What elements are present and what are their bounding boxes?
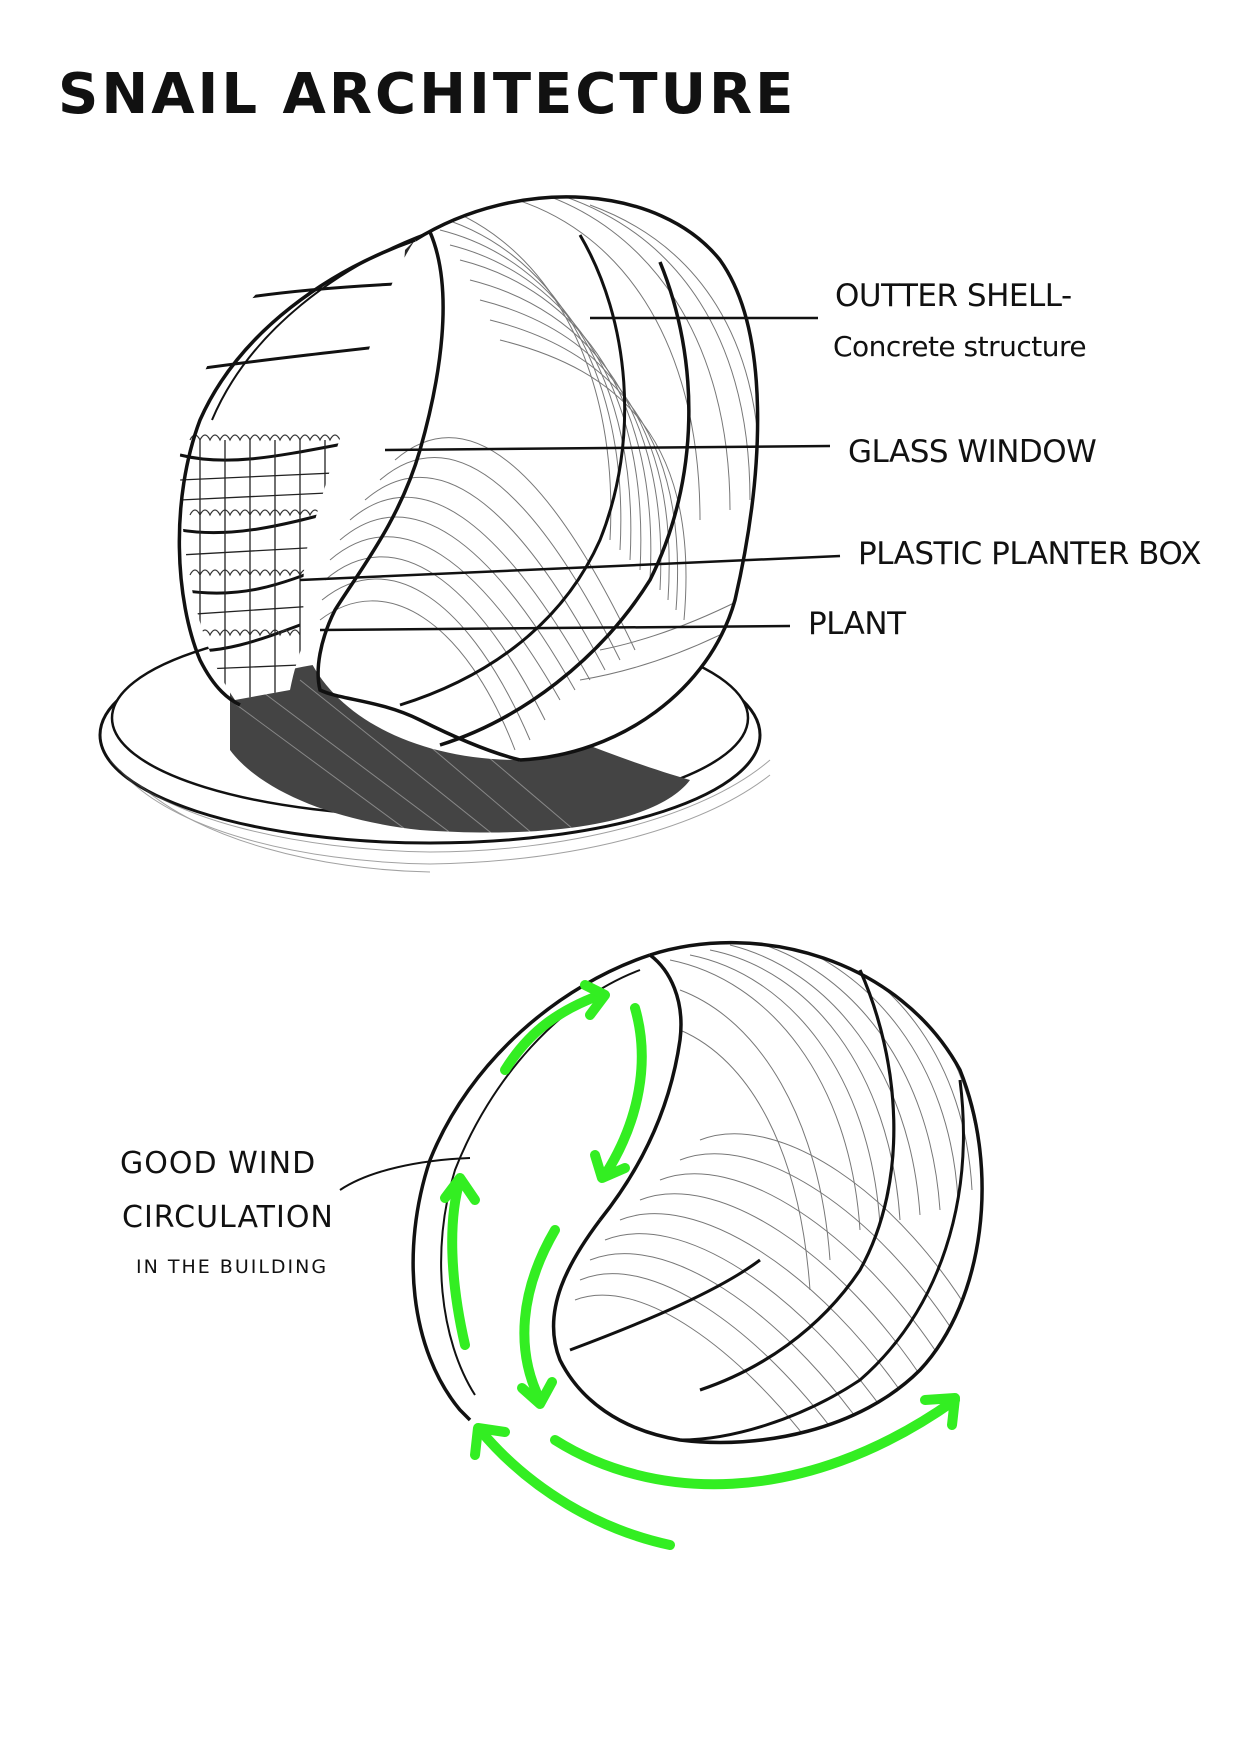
shell-outline xyxy=(414,195,760,762)
wind-arrow-bottom-left xyxy=(475,1425,675,1550)
label-glass-window: GLASS WINDOW xyxy=(848,434,1097,470)
wind-note-line2: CIRCULATION xyxy=(122,1200,334,1235)
leader-planter-box xyxy=(299,554,841,582)
wind-arrow-top-down xyxy=(600,1003,647,1180)
page-title: SNAIL ARCHITECTURE xyxy=(58,62,797,127)
wind-note-line3: IN THE BUILDING xyxy=(136,1256,329,1278)
wind-arrow-left-up xyxy=(447,1175,470,1350)
wind-note-line1: GOOD WIND xyxy=(120,1146,317,1181)
wind-arrow-bottom-right xyxy=(550,1395,960,1490)
wind-arrow-top-left xyxy=(500,990,605,1075)
label-plant: PLANT xyxy=(808,606,906,642)
label-concrete-structure: Concrete structure xyxy=(833,330,1087,363)
leader-plant xyxy=(319,624,791,632)
label-outer-shell: OUTTER SHELL- xyxy=(835,278,1072,314)
wind-arrow-mid-down xyxy=(519,1225,560,1405)
label-planter-box: PLASTIC PLANTER BOX xyxy=(858,536,1202,572)
shell2-outline xyxy=(551,940,984,1445)
wind-note-pointer xyxy=(339,1157,471,1191)
wind-arrows xyxy=(440,980,960,1550)
leader-glass-window xyxy=(384,444,831,452)
